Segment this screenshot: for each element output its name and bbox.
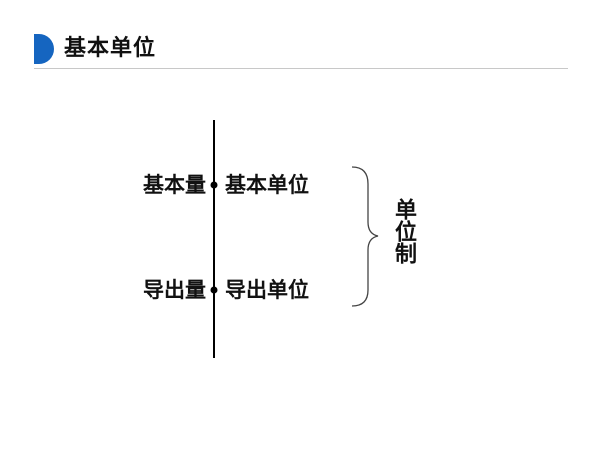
derived-unit-label: 导出单位 [225,278,309,302]
grouping-brace [351,166,379,307]
basic-unit-label: 基本单位 [225,173,309,197]
header-accent-badge [34,34,54,64]
header-divider [34,68,568,69]
unit-system-label: 单位制 [391,198,416,264]
derived-quantity-label: 导出量 [143,278,206,302]
row-dot-derived [210,286,218,294]
page-title: 基本单位 [64,36,157,61]
row-dot-basic [210,181,218,189]
basic-quantity-label: 基本量 [143,173,206,197]
